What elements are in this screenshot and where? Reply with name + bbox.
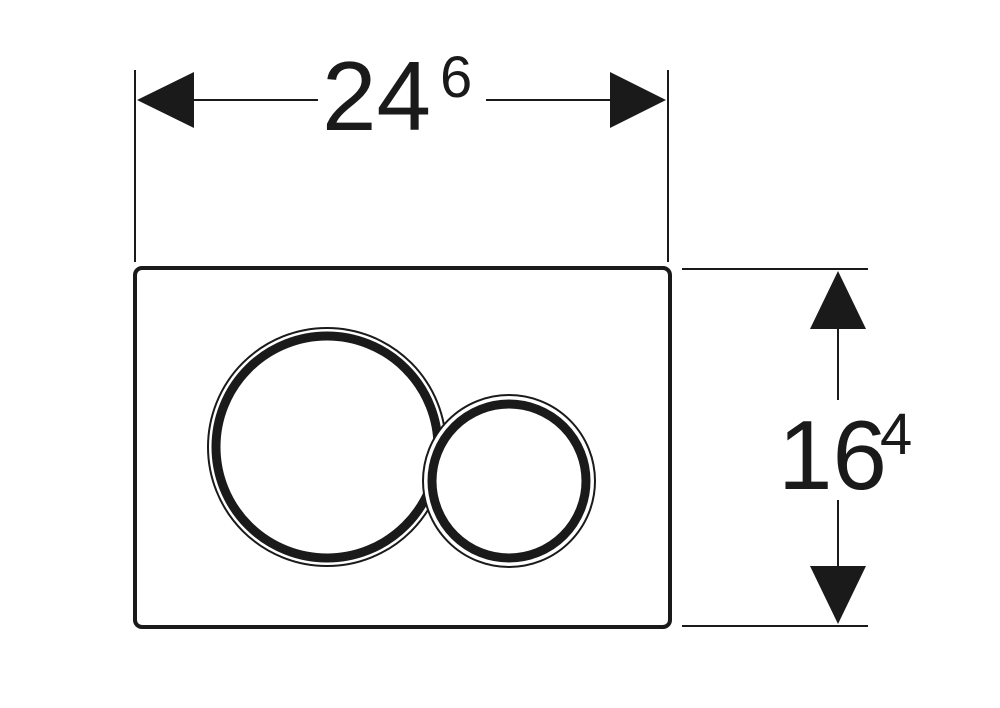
width-value: 24 bbox=[322, 41, 431, 151]
height-arrow-bottom bbox=[810, 566, 866, 624]
height-superscript: 4 bbox=[880, 402, 912, 467]
width-arrow-left bbox=[137, 72, 194, 128]
small-flush-button bbox=[422, 394, 596, 568]
width-dimension: 24 6 bbox=[137, 41, 666, 151]
width-arrow-right bbox=[610, 72, 666, 128]
small-button-rim bbox=[427, 399, 591, 563]
height-value: 16 bbox=[778, 400, 887, 510]
width-superscript: 6 bbox=[440, 45, 472, 110]
height-arrow-top bbox=[810, 271, 866, 329]
height-dimension: 16 4 bbox=[778, 271, 912, 624]
